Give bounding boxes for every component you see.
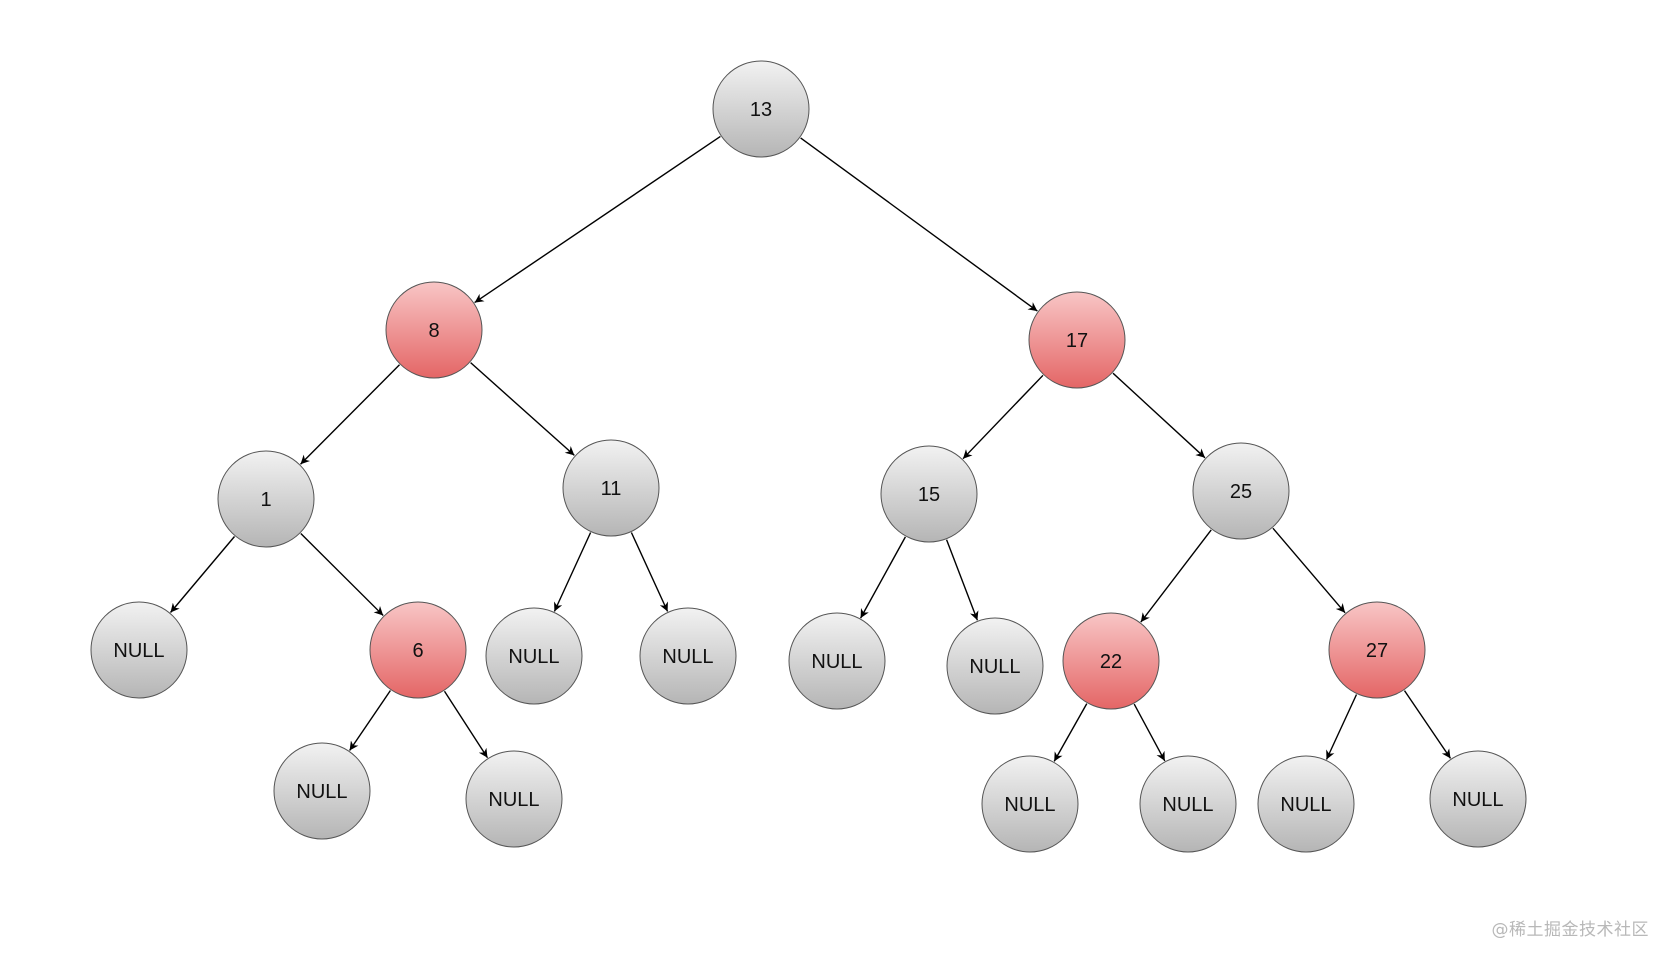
edge-n17-to-n25 — [1112, 372, 1206, 459]
node-label: 15 — [918, 484, 940, 506]
tree-node-null-27-left: NULL — [1257, 755, 1355, 853]
black-node-circle — [273, 742, 371, 840]
tree-node-null-22-right: NULL — [1139, 755, 1237, 853]
tree-node-null-27-right: NULL — [1429, 750, 1527, 848]
edge-n6-to-null-6-right — [443, 690, 489, 759]
black-node-circle — [1139, 755, 1237, 853]
tree-node-n6: 6 — [369, 601, 467, 699]
edge-n13-to-n17 — [800, 137, 1038, 312]
tree-node-n15: 15 — [880, 445, 978, 543]
edge-n27-to-null-27-left — [1325, 694, 1358, 760]
black-node-circle — [1429, 750, 1527, 848]
edges-layer — [169, 135, 1452, 762]
node-label: 25 — [1230, 481, 1252, 503]
black-node-circle — [465, 750, 563, 848]
black-node-circle — [562, 439, 660, 537]
node-label: NULL — [1452, 789, 1503, 811]
black-node-circle — [90, 601, 188, 699]
node-label: 27 — [1366, 640, 1388, 662]
tree-node-n1: 1 — [217, 450, 315, 548]
edge-n22-to-null-22-left — [1053, 703, 1088, 762]
tree-node-n27: 27 — [1328, 601, 1426, 699]
edge-n1-to-n6 — [300, 533, 384, 616]
black-node-circle — [788, 612, 886, 710]
tree-node-null-11-left: NULL — [485, 607, 583, 705]
edge-n11-to-null-11-right — [630, 532, 669, 612]
node-label: NULL — [113, 640, 164, 662]
node-label: NULL — [1162, 794, 1213, 816]
tree-node-n17: 17 — [1028, 291, 1126, 389]
tree-node-n13: 13 — [712, 60, 810, 158]
red-node-circle — [385, 281, 483, 379]
edge-n15-to-null-15-right — [945, 539, 979, 621]
node-label: NULL — [1004, 794, 1055, 816]
node-label: NULL — [811, 651, 862, 673]
node-label: NULL — [488, 789, 539, 811]
tree-node-null-22-left: NULL — [981, 755, 1079, 853]
node-label: NULL — [1280, 794, 1331, 816]
edge-n25-to-n22 — [1140, 529, 1212, 623]
node-label: 8 — [428, 320, 439, 342]
tree-node-null-6-right: NULL — [465, 750, 563, 848]
edge-n22-to-null-22-right — [1133, 703, 1166, 762]
node-label: NULL — [662, 646, 713, 668]
edge-n27-to-null-27-right — [1403, 690, 1452, 759]
tree-node-null-11-right: NULL — [639, 607, 737, 705]
tree-node-null-1-left: NULL — [90, 601, 188, 699]
watermark-text: @稀土掘金技术社区 — [1491, 920, 1649, 940]
red-node-circle — [1328, 601, 1426, 699]
edge-n13-to-n8 — [474, 135, 721, 304]
tree-node-null-6-left: NULL — [273, 742, 371, 840]
red-node-circle — [1062, 612, 1160, 710]
node-label: 11 — [601, 478, 622, 500]
black-node-circle — [1257, 755, 1355, 853]
tree-node-null-15-left: NULL — [788, 612, 886, 710]
node-label: 13 — [750, 99, 772, 121]
black-node-circle — [880, 445, 978, 543]
edge-n6-to-null-6-left — [349, 690, 391, 751]
tree-node-n11: 11 — [562, 439, 660, 537]
edge-n11-to-null-11-left — [553, 532, 592, 612]
node-label: NULL — [508, 646, 559, 668]
tree-node-n22: 22 — [1062, 612, 1160, 710]
black-node-circle — [217, 450, 315, 548]
red-node-circle — [369, 601, 467, 699]
black-node-circle — [485, 607, 583, 705]
edge-n25-to-n27 — [1272, 527, 1346, 614]
black-node-circle — [639, 607, 737, 705]
node-label: NULL — [969, 656, 1020, 678]
node-label: 22 — [1100, 651, 1122, 673]
edge-n15-to-null-15-left — [859, 536, 907, 619]
black-node-circle — [712, 60, 810, 158]
node-label: 1 — [260, 489, 271, 511]
black-node-circle — [1192, 442, 1290, 540]
node-label: 17 — [1066, 330, 1088, 352]
node-label: NULL — [296, 781, 347, 803]
tree-node-null-15-right: NULL — [946, 617, 1044, 715]
red-node-circle — [1028, 291, 1126, 389]
edge-n17-to-n15 — [962, 374, 1044, 460]
tree-node-n25: 25 — [1192, 442, 1290, 540]
black-node-circle — [981, 755, 1079, 853]
tree-node-n8: 8 — [385, 281, 483, 379]
black-node-circle — [946, 617, 1044, 715]
edge-n8-to-n11 — [470, 362, 575, 456]
edge-n1-to-null-1-left — [169, 536, 236, 613]
node-label: 6 — [412, 640, 423, 662]
edge-n8-to-n1 — [300, 364, 400, 465]
